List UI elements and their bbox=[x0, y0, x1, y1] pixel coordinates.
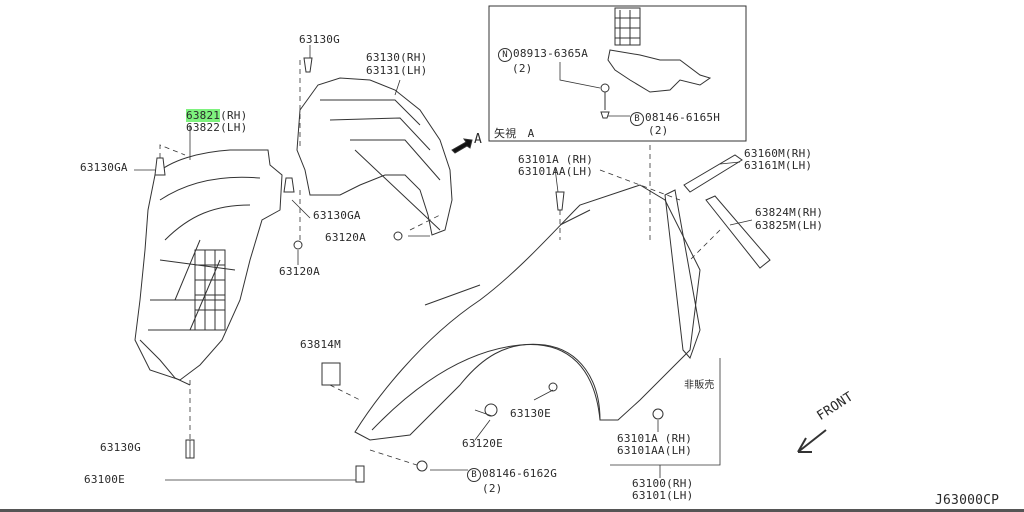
part-63131-lh[interactable]: 63131(LH) bbox=[366, 64, 428, 77]
part-63825M[interactable]: 63825M(LH) bbox=[755, 219, 824, 232]
bolt-part-number[interactable]: 08146-6165H bbox=[645, 111, 721, 124]
bolt-63101A-low bbox=[652, 408, 664, 420]
part-63130GA-mid[interactable]: 63130GA bbox=[313, 209, 361, 222]
bolt-symbol-icon: B bbox=[630, 112, 644, 126]
trim-63824M-drawing bbox=[705, 195, 771, 269]
inset-nut bbox=[600, 83, 610, 93]
nut-symbol-icon: N bbox=[498, 48, 512, 62]
inset-nut-qty: (2) bbox=[512, 62, 533, 75]
trim-63160M-drawing bbox=[664, 189, 701, 359]
front-liner-63821-drawing bbox=[134, 149, 283, 386]
inset-title: 矢視 A bbox=[494, 127, 535, 140]
inset-view-box bbox=[488, 5, 747, 142]
part-63101A-low[interactable]: 63101A (RH) bbox=[617, 432, 693, 445]
screw-63120A-mid bbox=[393, 231, 403, 241]
clip-63100E bbox=[355, 465, 365, 483]
bottom-border bbox=[0, 509, 1024, 512]
part-63120A-low[interactable]: 63120A bbox=[279, 265, 320, 278]
highlighted-part-number[interactable]: 63821 bbox=[186, 109, 221, 122]
rear-liner-63130-drawing bbox=[296, 77, 453, 236]
part-63120A-mid[interactable]: 63120A bbox=[325, 231, 366, 244]
part-63101AA-low[interactable]: 63101AA(LH) bbox=[617, 444, 693, 457]
part-63160M[interactable]: 63160M(RH) bbox=[744, 147, 813, 160]
bolt-63101A-top bbox=[555, 191, 565, 211]
part-63130G[interactable]: 63130G bbox=[299, 33, 340, 46]
part-63130-rh[interactable]: 63130(RH) bbox=[366, 51, 428, 64]
part-63130GA-left[interactable]: 63130GA bbox=[80, 161, 128, 174]
clip-63130GA-mid bbox=[283, 177, 295, 193]
clip-63130G bbox=[303, 57, 313, 73]
part-63130G-bottom[interactable]: 63130G bbox=[100, 441, 141, 454]
clip-63130GA-left bbox=[154, 157, 166, 176]
view-arrow-icon bbox=[451, 138, 473, 154]
side-rh: (RH) bbox=[220, 109, 248, 122]
bolt-part-number[interactable]: 08146-6162G bbox=[482, 467, 558, 480]
part-63824M[interactable]: 63824M(RH) bbox=[755, 206, 824, 219]
nut-part-number[interactable]: 08913-6365A bbox=[513, 47, 589, 60]
part-63161M[interactable]: 63161M(LH) bbox=[744, 159, 813, 172]
part-63821-rh[interactable]: 63821(RH) bbox=[186, 109, 247, 122]
bolt-08146-6162G bbox=[416, 460, 428, 472]
part-63100E[interactable]: 63100E bbox=[84, 473, 125, 486]
part-63101-lh[interactable]: 63101(LH) bbox=[632, 489, 694, 502]
diagram-code: J63000CP bbox=[935, 493, 1000, 508]
not-for-sale-note: 非販売 bbox=[684, 380, 715, 391]
fender-63100-drawing bbox=[354, 184, 701, 441]
inset-bolt-qty: (2) bbox=[648, 124, 669, 137]
view-a-label: A bbox=[474, 132, 483, 147]
part-63100-rh[interactable]: 63100(RH) bbox=[632, 477, 694, 490]
bolt-symbol-icon: B bbox=[467, 468, 481, 482]
clip-63130E bbox=[548, 382, 558, 392]
inset-bolt bbox=[600, 92, 610, 119]
part-63130E[interactable]: 63130E bbox=[510, 407, 551, 420]
part-63101AA-top[interactable]: 63101AA(LH) bbox=[518, 165, 594, 178]
part-63101A-top[interactable]: 63101A (RH) bbox=[518, 153, 594, 166]
screw-63120A-low bbox=[293, 240, 303, 250]
pad-63814M-drawing bbox=[321, 362, 341, 386]
part-63814M[interactable]: 63814M bbox=[300, 338, 341, 351]
part-63822-lh[interactable]: 63822(LH) bbox=[186, 121, 248, 134]
inset-bracket-drawing bbox=[600, 7, 712, 119]
front-arrow-icon bbox=[797, 429, 827, 453]
bolt-qty: (2) bbox=[482, 482, 503, 495]
trim-63160M-small bbox=[683, 154, 743, 193]
part-63120E[interactable]: 63120E bbox=[462, 437, 503, 450]
